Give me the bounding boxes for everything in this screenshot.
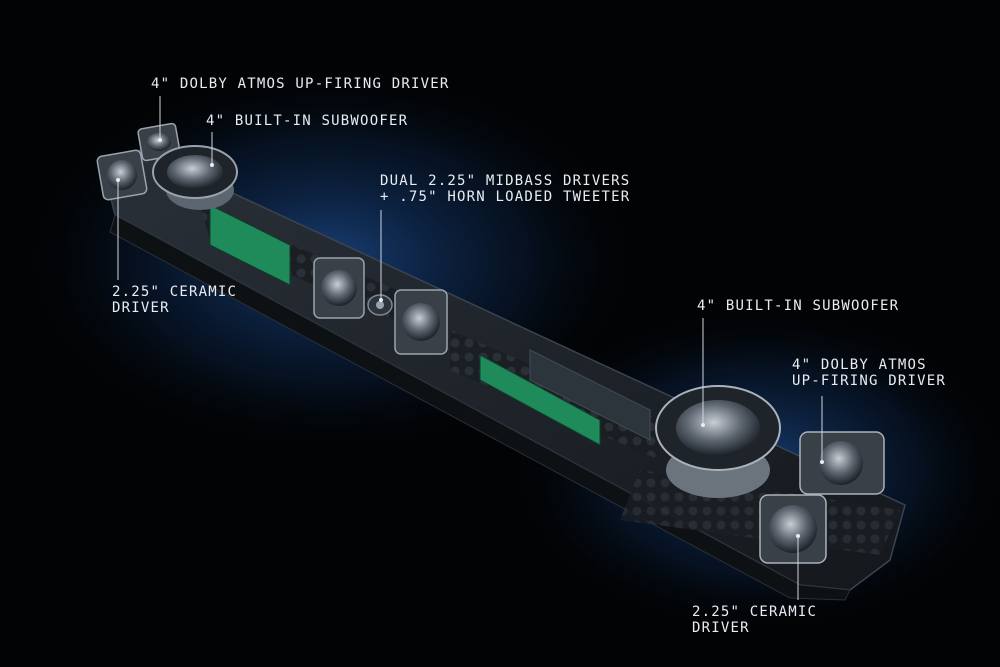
callout-line: UP-FIRING DRIVER <box>792 373 947 389</box>
midbass-driver-1 <box>313 257 365 319</box>
callout-left-ceramic: 2.25" CERAMIC DRIVER <box>112 284 237 316</box>
callout-line: 2.25" CERAMIC <box>692 604 818 620</box>
callout-line: DUAL 2.25" MIDBASS DRIVERS <box>380 173 631 189</box>
callout-line: 4" DOLBY ATMOS <box>792 357 927 373</box>
callout-line: 4" BUILT-IN SUBWOOFER <box>206 113 409 129</box>
callout-right-atmos: 4" DOLBY ATMOS UP-FIRING DRIVER <box>792 357 946 389</box>
right-ceramic-driver <box>759 494 827 564</box>
callout-right-ceramic: 2.25" CERAMIC DRIVER <box>692 604 817 636</box>
right-subwoofer <box>655 385 781 498</box>
horn-tweeter <box>367 294 393 316</box>
callout-midbass-tweeter: DUAL 2.25" MIDBASS DRIVERS + .75" HORN L… <box>380 173 630 205</box>
callout-left-atmos: 4" DOLBY ATMOS UP-FIRING DRIVER <box>151 76 450 92</box>
callout-line: DRIVER <box>692 620 750 636</box>
callout-left-subwoofer: 4" BUILT-IN SUBWOOFER <box>206 113 408 129</box>
callout-line: 4" BUILT-IN SUBWOOFER <box>697 298 900 314</box>
midbass-driver-2 <box>394 289 448 355</box>
right-atmos-driver <box>799 431 885 495</box>
circuit-boards <box>209 204 651 446</box>
left-subwoofer <box>152 145 238 210</box>
callout-line: + .75" HORN LOADED TWEETER <box>380 189 631 205</box>
callout-line: 4" DOLBY ATMOS UP-FIRING DRIVER <box>151 76 450 92</box>
callout-line: 2.25" CERAMIC <box>112 284 238 300</box>
callout-right-subwoofer: 4" BUILT-IN SUBWOOFER <box>697 298 899 314</box>
left-ceramic-driver <box>96 149 148 201</box>
leader-lines <box>116 96 824 600</box>
callout-line: DRIVER <box>112 300 170 316</box>
